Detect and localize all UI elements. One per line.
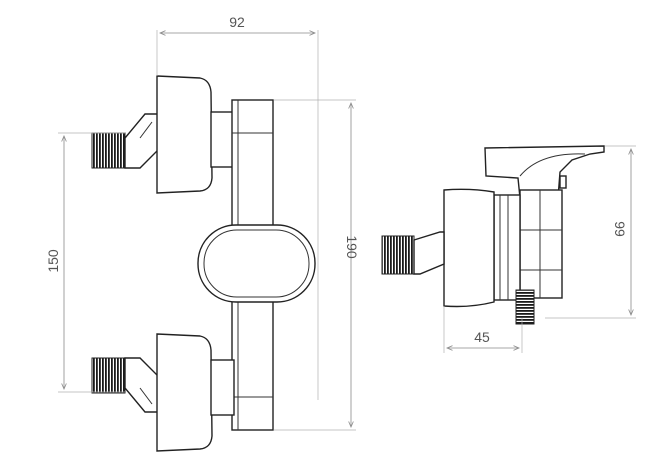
side-thread	[381, 235, 415, 275]
lower-inlet	[91, 357, 159, 413]
lower-thread	[91, 357, 126, 394]
lower-inlet-pipe	[124, 357, 159, 413]
upper-inlet-pipe	[124, 113, 159, 169]
side-inlet-pipe	[413, 231, 445, 275]
upper-connector-nut	[156, 75, 213, 194]
upper-stub	[210, 111, 235, 168]
front-view: 92 190 150	[45, 14, 360, 452]
oval-cover	[197, 224, 316, 303]
side-view: 99 45	[381, 145, 636, 353]
lever-handle	[484, 145, 605, 199]
dim-front-height: 190	[344, 235, 360, 259]
upper-inlet	[91, 113, 159, 169]
lever-pin	[559, 175, 567, 189]
dim-side-depth: 45	[474, 329, 490, 345]
lower-stub	[210, 359, 235, 416]
lower-connector-nut	[156, 333, 213, 452]
dim-inlet-spacing: 150	[45, 249, 61, 273]
side-body	[519, 189, 563, 299]
dim-front-width: 92	[229, 14, 245, 30]
dim-side-height: 99	[612, 221, 628, 237]
main-body-upper	[231, 99, 274, 231]
upper-thread	[91, 132, 126, 169]
side-connector-nut	[443, 188, 495, 308]
side-outlet-thread	[515, 289, 535, 325]
